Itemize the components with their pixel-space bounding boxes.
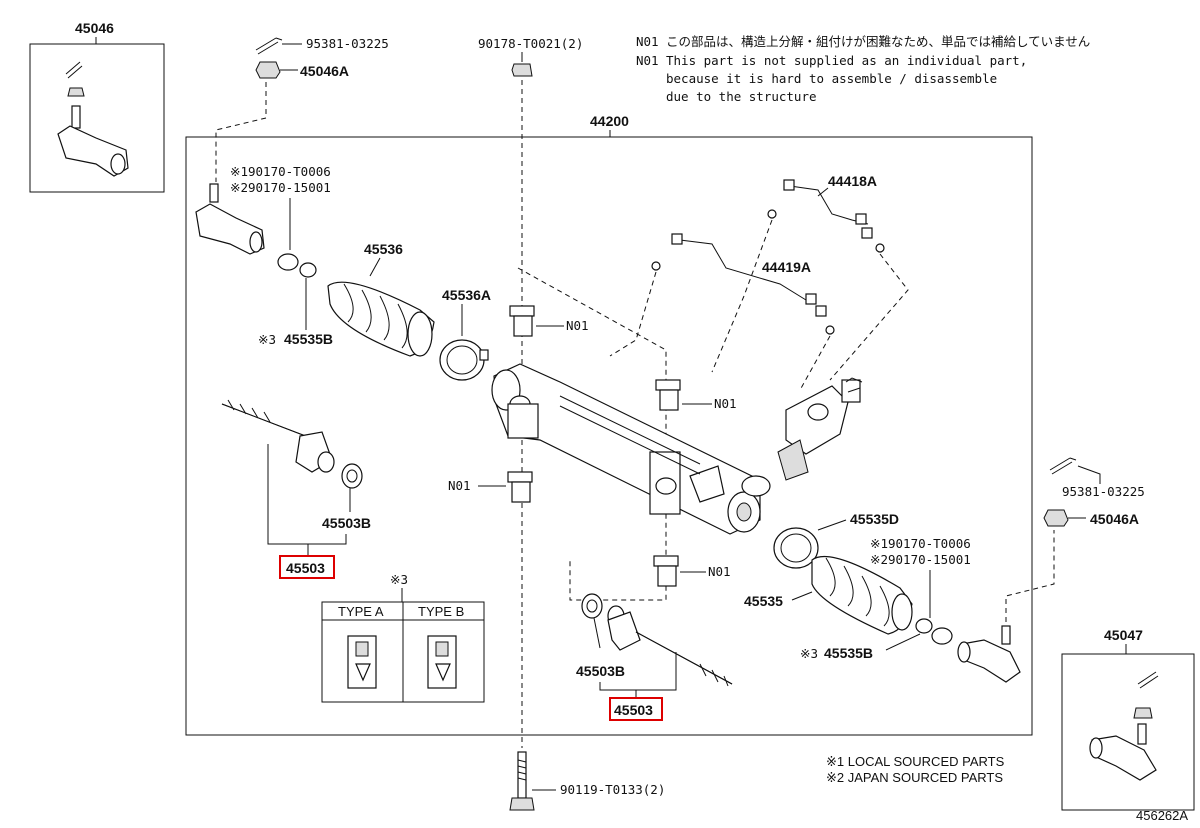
- label-95381-right[interactable]: 95381-03225: [1062, 484, 1145, 499]
- type-b-label: TYPE B: [418, 604, 464, 619]
- bushing-n01-top-icon: [509, 305, 535, 337]
- tie-rod-end-45047-icon: [1089, 671, 1159, 781]
- type-a-label: TYPE A: [338, 604, 384, 619]
- cotter-pin-right-icon: [1049, 457, 1077, 475]
- legend-japan-sourced: ※2 JAPAN SOURCED PARTS: [826, 770, 1003, 785]
- label-45535d[interactable]: 45535D: [850, 511, 899, 527]
- label-190170-right[interactable]: ※190170-T0006: [870, 536, 971, 551]
- label-n01-a[interactable]: N01: [566, 318, 589, 333]
- bushing-n01-low-icon: [507, 471, 533, 503]
- assembly-frame-44200: [185, 136, 1033, 736]
- label-44200[interactable]: 44200: [590, 113, 629, 129]
- steering-gear-housing-icon: [491, 363, 771, 535]
- label-44418a[interactable]: 44418A: [828, 173, 877, 189]
- label-45535[interactable]: 45535: [744, 593, 783, 609]
- bushing-n01-bottom-icon: [653, 555, 679, 587]
- tie-rod-end-45046-icon: [57, 61, 129, 177]
- nut-90178-icon: [511, 63, 533, 77]
- label-n01-d[interactable]: N01: [708, 564, 731, 579]
- label-45046a-top[interactable]: 45046A: [300, 63, 349, 79]
- clamp-right-icon: [915, 618, 933, 634]
- label-45503b-left[interactable]: 45503B: [322, 515, 371, 531]
- diagram-id: 456262A: [1136, 808, 1188, 823]
- rack-end-right-icon: [607, 605, 733, 687]
- claw-washer-left-icon: [341, 463, 363, 489]
- label-n01-b[interactable]: N01: [714, 396, 737, 411]
- type-a-clip-icon: [347, 635, 377, 689]
- highlight-45503-left: [279, 555, 335, 579]
- label-90178[interactable]: 90178-T0021(2): [478, 36, 583, 51]
- cotter-pin-top-icon: [255, 37, 283, 55]
- box-45047: [1061, 653, 1195, 811]
- label-45046a-right[interactable]: 45046A: [1090, 511, 1139, 527]
- nut-left-icon: [277, 253, 299, 271]
- n01-note-english-1: This part is not supplied as an individu…: [666, 53, 1027, 68]
- label-90119[interactable]: 90119-T0133(2): [560, 782, 665, 797]
- label-45535b-right-mark[interactable]: ※3: [800, 646, 818, 661]
- rack-boot-45535-icon: [811, 555, 913, 635]
- n01-note-english-3: due to the structure: [666, 89, 817, 104]
- label-95381-top[interactable]: 95381-03225: [306, 36, 389, 51]
- bushing-n01-mid-icon: [655, 379, 681, 411]
- return-tube-44419a-icon: [651, 233, 835, 335]
- label-290170-right[interactable]: ※290170-15001: [870, 552, 971, 567]
- n01-note-japanese: この部品は、構造上分解・組付けが困難なため、単品では補給していません: [666, 34, 1090, 49]
- bolt-90119-icon: [509, 751, 535, 811]
- rack-end-left-icon: [221, 399, 335, 473]
- box-45046: [29, 43, 165, 193]
- clamp-45535d-icon: [773, 527, 819, 569]
- label-44419a[interactable]: 44419A: [762, 259, 811, 275]
- claw-washer-right-icon: [581, 593, 603, 619]
- tie-rod-end-right-icon: [957, 625, 1021, 683]
- type-b-clip-icon: [427, 635, 457, 689]
- rack-boot-45536-icon: [327, 281, 435, 357]
- type-box-mark: ※3: [390, 572, 408, 587]
- n01-note-mark: N01: [636, 34, 659, 49]
- label-45046[interactable]: 45046: [75, 20, 114, 36]
- clamp-45536a-icon: [439, 339, 489, 381]
- pressure-tube-44418a-icon: [767, 179, 885, 253]
- label-45535b-right[interactable]: 45535B: [824, 645, 873, 661]
- label-n01-c[interactable]: N01: [448, 478, 471, 493]
- legend-local-sourced: ※1 LOCAL SOURCED PARTS: [826, 754, 1005, 769]
- label-45535b-left[interactable]: 45535B: [284, 331, 333, 347]
- label-290170-left[interactable]: ※290170-15001: [230, 180, 331, 195]
- label-45536[interactable]: 45536: [364, 241, 403, 257]
- type-box: [321, 601, 485, 703]
- label-45503-right[interactable]: 45503: [614, 702, 653, 718]
- label-45503-left[interactable]: 45503: [286, 560, 325, 576]
- nut-right-icon: [931, 627, 953, 645]
- n01-note-english-2: because it is hard to assemble / disasse…: [666, 71, 997, 86]
- label-45535b-left-mark[interactable]: ※3: [258, 332, 276, 347]
- label-45536a[interactable]: 45536A: [442, 287, 491, 303]
- nut-45046a-right-icon: [1043, 509, 1069, 527]
- label-190170-left[interactable]: ※190170-T0006: [230, 164, 331, 179]
- tie-rod-end-left-icon: [195, 183, 265, 255]
- clamp-left-icon: [299, 262, 317, 278]
- n01-note: N01 この部品は、構造上分解・組付けが困難なため、単品では補給していません N…: [636, 34, 1090, 104]
- control-valve-icon: [777, 377, 863, 481]
- label-45047[interactable]: 45047: [1104, 627, 1143, 643]
- highlight-45503-right: [609, 697, 663, 721]
- label-45503b-right[interactable]: 45503B: [576, 663, 625, 679]
- nut-45046a-top-icon: [255, 61, 281, 79]
- n01-note-mark-2: N01: [636, 53, 659, 68]
